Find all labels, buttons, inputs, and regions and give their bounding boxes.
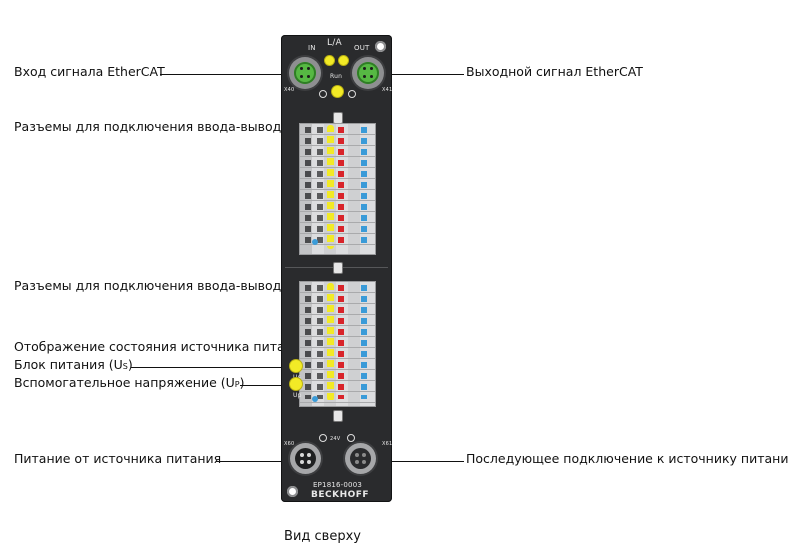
terminal-column-blue-upper xyxy=(361,127,367,247)
power-arrow-out-icon xyxy=(347,434,355,442)
terminal-column-dark-lower xyxy=(317,285,323,399)
ep1816-module: IN L/A OUT Run X40 X41 xyxy=(281,35,392,502)
arrow-in-icon xyxy=(319,90,327,98)
terminal-column-blue-upper-2 xyxy=(312,239,318,245)
ethercat-out-pin-2 xyxy=(370,67,373,70)
ethercat-in-pin-3 xyxy=(300,75,303,78)
label-power-supply: Питание от источника питания xyxy=(14,451,222,466)
power-out-pin-1 xyxy=(355,453,359,457)
label-power-next: Последующее подключение к источнику пита… xyxy=(466,451,789,466)
ethercat-out-socket xyxy=(357,62,379,84)
ethercat-in-pin-2 xyxy=(307,67,310,70)
power-out-connector[interactable] xyxy=(345,443,376,474)
out-label: OUT xyxy=(354,44,370,52)
screw-bottom-icon xyxy=(333,410,343,422)
v24-label: 24V xyxy=(330,436,341,442)
leader-line-power-up xyxy=(240,385,291,386)
power-out-socket xyxy=(350,448,371,469)
label-io-connectors-1: Разъемы для подключения ввода-вывода (вх… xyxy=(14,119,360,134)
power-out-pin-4 xyxy=(362,460,366,464)
leader-line-ethercat-in xyxy=(160,74,293,75)
label-power-us-sub: S xyxy=(122,362,128,371)
power-in-socket xyxy=(295,448,316,469)
x41-label: X41 xyxy=(382,87,393,93)
power-in-pin-3 xyxy=(300,460,304,464)
terminal-column-red-upper xyxy=(338,127,344,247)
leader-line-power-us xyxy=(131,367,291,368)
power-out-pin-2 xyxy=(362,453,366,457)
screw-middle-icon xyxy=(333,262,343,274)
ethercat-in-pin-1 xyxy=(300,67,303,70)
power-in-pin-2 xyxy=(307,453,311,457)
label-io-connectors-2: Разъемы для подключения ввода-вывода (вх… xyxy=(14,278,360,293)
caption-top-view: Вид сверху xyxy=(284,529,361,544)
arrow-out-icon xyxy=(348,90,356,98)
terminal-column-grey-upper xyxy=(305,127,311,247)
power-out-pin-3 xyxy=(355,460,359,464)
la-label: L/A xyxy=(327,38,342,48)
in-label: IN xyxy=(308,44,316,52)
ethercat-in-connector[interactable] xyxy=(289,57,321,89)
x60-label: X60 xyxy=(284,441,295,447)
label-power-up: Вспомогательное напряжение (UP) xyxy=(14,375,245,390)
ethercat-out-connector[interactable] xyxy=(352,57,384,89)
label-power-status: Отображение состояния источника питания: xyxy=(14,339,313,354)
up-led-label: Up xyxy=(293,392,302,399)
us-led xyxy=(290,360,302,372)
io-led-column-upper xyxy=(327,125,334,249)
power-in-pin-4 xyxy=(307,460,311,464)
terminal-column-blue-lower xyxy=(361,285,367,399)
ethercat-out-pin-4 xyxy=(370,75,373,78)
brand-label: BECKHOFF xyxy=(311,490,370,500)
label-power-up-sub: P xyxy=(234,380,240,389)
power-arrow-in-icon xyxy=(319,434,327,442)
terminal-column-red-lower xyxy=(338,285,344,399)
x40-label: X40 xyxy=(284,87,295,93)
us-led-label: Us xyxy=(293,374,301,381)
terminal-dot-blue-lower-2 xyxy=(312,396,318,402)
label-power-us-text: Блок питания (U xyxy=(14,357,123,372)
run-led xyxy=(332,86,343,97)
mounting-hole-bottom xyxy=(287,486,298,497)
io-led-column-lower xyxy=(327,283,334,401)
label-ethercat-in: Вход сигнала EtherCAT xyxy=(14,64,165,79)
power-in-connector[interactable] xyxy=(290,443,321,474)
mounting-hole-top xyxy=(375,41,386,52)
la-out-led xyxy=(339,56,348,65)
label-power-us: Блок питания (US) xyxy=(14,357,133,372)
model-label: EP1816-0003 xyxy=(313,481,362,489)
la-in-led xyxy=(325,56,334,65)
label-power-up-text: Вспомогательное напряжение (U xyxy=(14,375,235,390)
label-ethercat-out: Выходной сигнал EtherCAT xyxy=(466,64,643,79)
terminal-column-grey-lower xyxy=(305,285,311,399)
x61-label: X61 xyxy=(382,441,393,447)
power-in-pin-1 xyxy=(300,453,304,457)
leader-line-power-supply xyxy=(216,461,293,462)
leader-line-power-next xyxy=(385,461,464,462)
ethercat-out-pin-1 xyxy=(363,67,366,70)
run-label: Run xyxy=(330,73,343,80)
ethercat-in-pin-4 xyxy=(307,75,310,78)
leader-line-ethercat-out xyxy=(384,74,464,75)
terminal-column-dark-upper xyxy=(317,127,323,247)
ethercat-in-socket xyxy=(294,62,316,84)
up-led xyxy=(290,378,302,390)
ethercat-out-pin-3 xyxy=(363,75,366,78)
